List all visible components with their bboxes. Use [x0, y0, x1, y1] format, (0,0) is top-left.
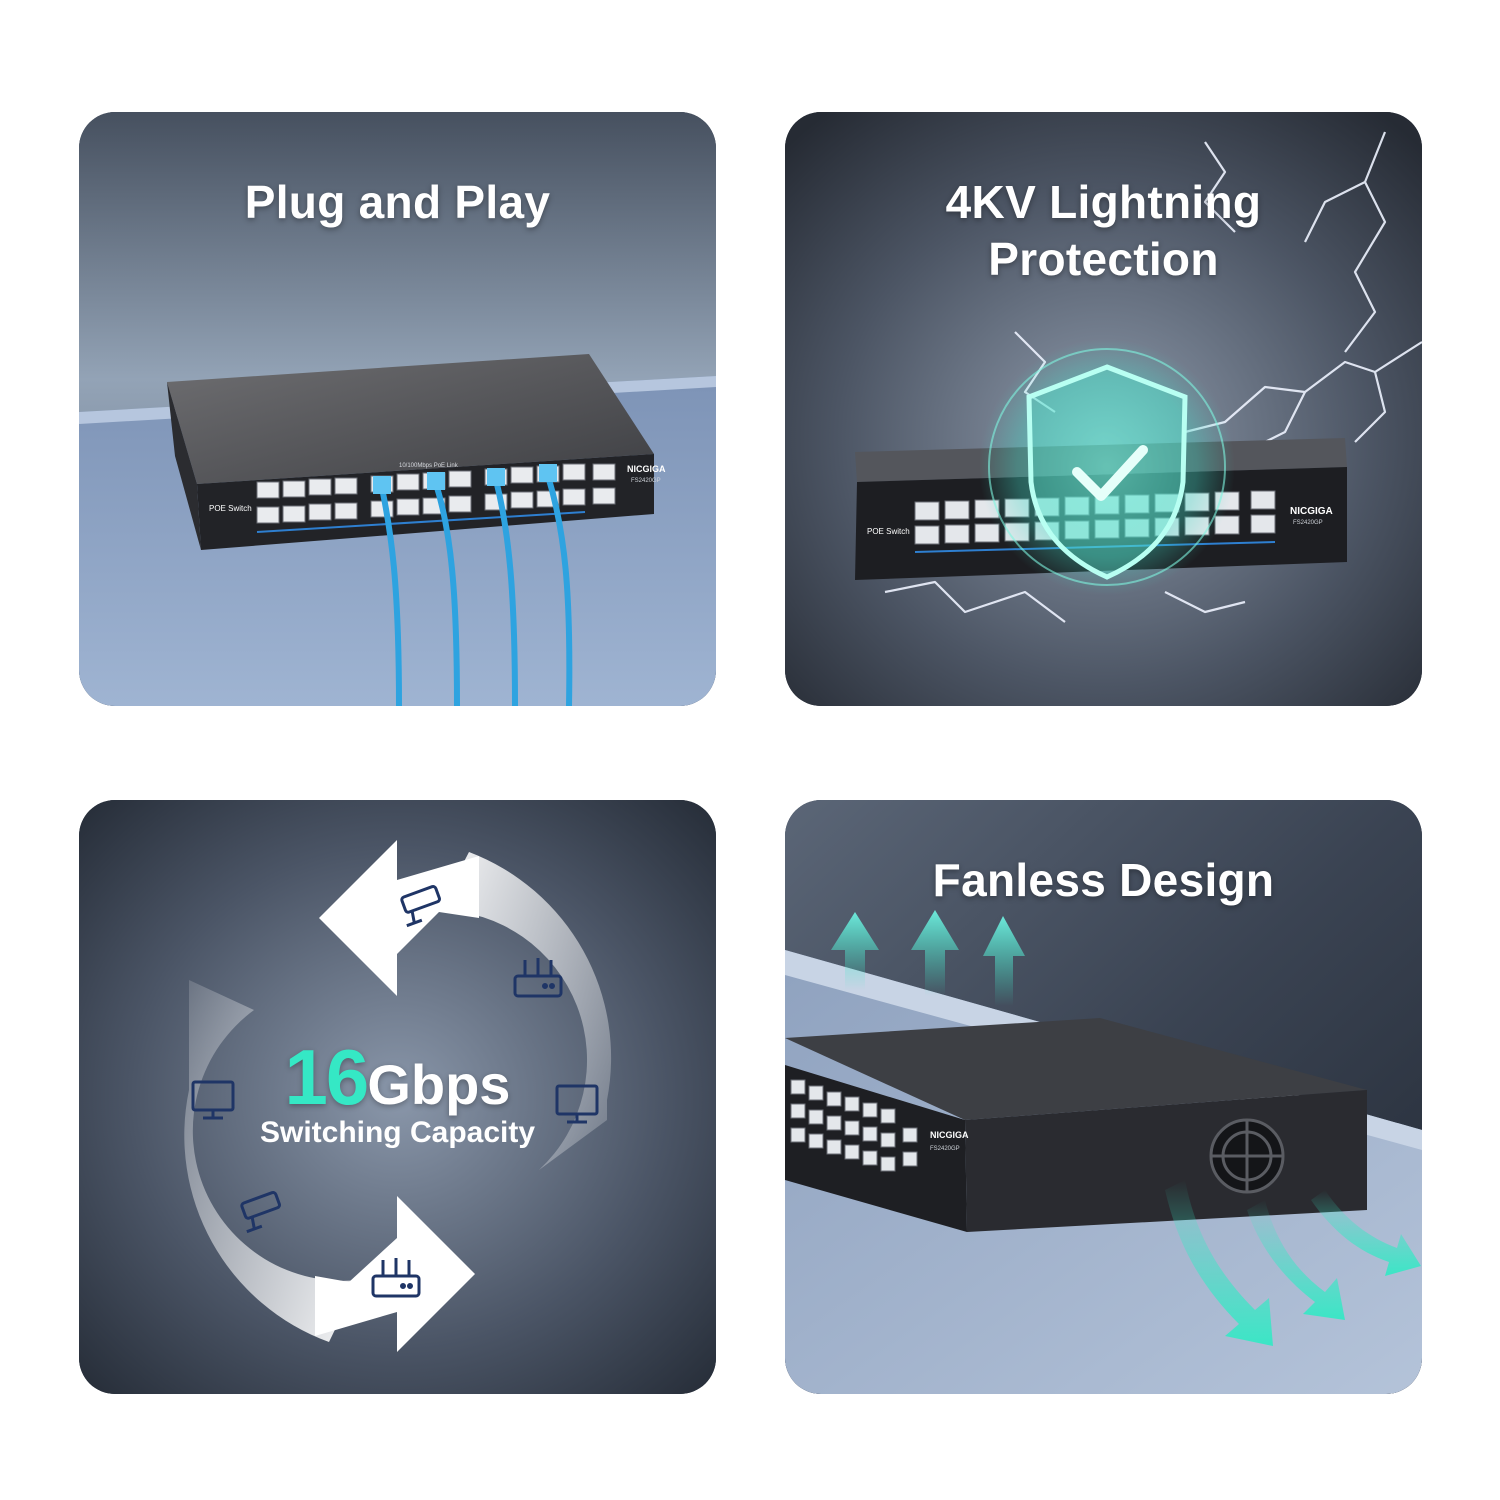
brand-label: NICGIGA: [627, 464, 666, 474]
capacity-unit: Gbps: [367, 1053, 511, 1116]
fanless-design-panel: NICGIGA FS2420GP Fanless Design: [785, 800, 1422, 1394]
airflow-arrow-icon: [1165, 1180, 1421, 1346]
panel-title: 4KV Lightning Protection: [785, 174, 1422, 288]
model-label: FS2420GP: [930, 1146, 960, 1152]
monitor-icon: [191, 1080, 235, 1120]
capacity-caption: Switching Capacity: [259, 1116, 536, 1149]
security-camera-icon: [240, 1191, 281, 1234]
arrow-head-top: [319, 840, 479, 996]
title-line-2: Protection: [988, 233, 1219, 285]
brand-label: NICGIGA: [1290, 506, 1333, 517]
model-label: FS2420GP: [1293, 520, 1323, 526]
lightning-protection-illustration: POE Switch NICGIGA FS2420GP: [785, 112, 1422, 706]
monitor-icon: [555, 1084, 599, 1124]
plug-and-play-panel: POE Switch 10/100Mbps PoE Link NICGIGA F…: [79, 112, 716, 706]
router-icon: [513, 958, 563, 998]
plug-and-play-illustration: POE Switch 10/100Mbps PoE Link NICGIGA F…: [79, 112, 716, 706]
panel-title: Fanless Design: [932, 854, 1275, 906]
capacity-number: 16: [284, 1033, 370, 1121]
switch-front-label: POE Switch: [209, 504, 252, 513]
switching-capacity-panel: 16Gbps Switching Capacity: [79, 800, 716, 1394]
checkmark-shield-icon: [1026, 364, 1188, 580]
shield-glow: [979, 339, 1235, 595]
fanless-design-illustration: NICGIGA FS2420GP: [785, 800, 1422, 1394]
model-label: FS2420GP: [631, 478, 661, 484]
link-label: 10/100Mbps PoE Link: [399, 463, 459, 469]
fan-vent: [1209, 1118, 1285, 1194]
switching-capacity-illustration: [79, 800, 716, 1394]
lightning-protection-panel: POE Switch NICGIGA FS2420GP 4KV Lightnin…: [785, 112, 1422, 706]
title-line-1: 4KV Lightning: [945, 176, 1262, 228]
capacity-value: 16Gbps: [79, 1032, 716, 1123]
security-camera-icon: [400, 885, 441, 928]
router-icon: [371, 1258, 421, 1298]
airflow-arrow-icon: [831, 910, 1025, 1006]
brand-label: NICGIGA: [930, 1130, 969, 1140]
panel-title: Plug and Play: [244, 176, 551, 228]
switch-front-label: POE Switch: [867, 527, 910, 536]
